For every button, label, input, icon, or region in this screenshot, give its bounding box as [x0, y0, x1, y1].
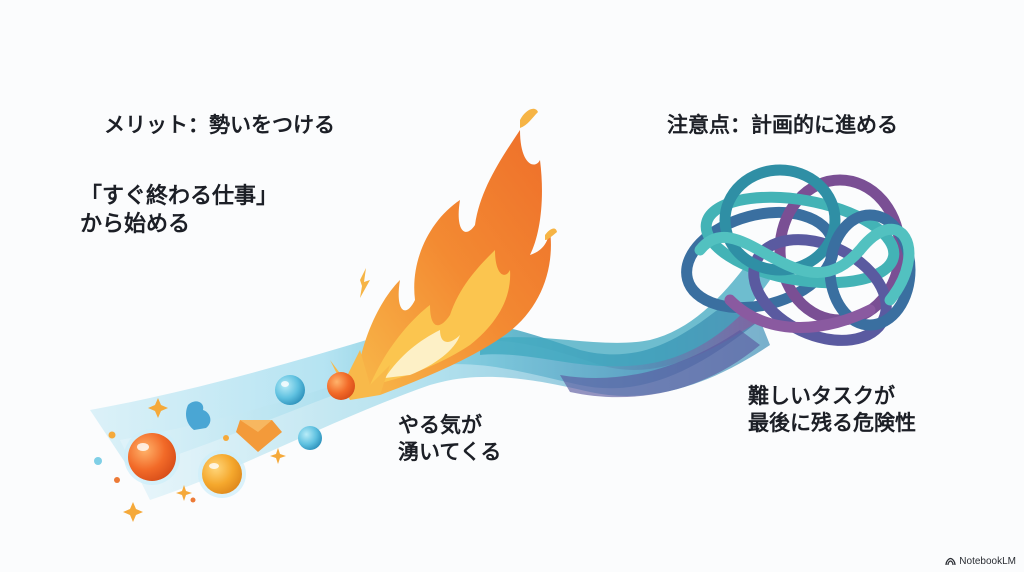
- merit-body-line-1: 「すぐ終わる仕事」: [80, 184, 279, 209]
- watermark-label: NotebookLM: [959, 556, 1016, 567]
- flame-icon: [330, 108, 557, 400]
- gem-icon: [236, 420, 282, 452]
- yellow-orb-icon: [198, 450, 246, 498]
- orange-orb-icon: [124, 429, 180, 485]
- merit-body-line-2: から始める: [80, 212, 191, 238]
- motivation-caption: やる気が 湧いてくる: [398, 412, 501, 466]
- tangled-knot-icon: [681, 164, 916, 346]
- sparkle-icon: [94, 398, 286, 522]
- merit-body: 「すぐ終わる仕事」 から始める: [80, 183, 278, 239]
- risk-caption: 難しいタスクが 最後に残る危険性: [748, 383, 916, 437]
- caution-heading: 注意点：計画的に進める: [667, 113, 898, 137]
- puzzle-piece-icon: [186, 401, 211, 430]
- merit-heading: メリット：勢いをつける: [104, 113, 335, 137]
- notebooklm-logo-icon: [945, 557, 956, 566]
- risk-caption-line-1: 難しいタスクが: [748, 384, 895, 408]
- motivation-caption-line-1: やる気が: [398, 413, 482, 437]
- motivation-caption-line-2: 湧いてくる: [398, 439, 502, 464]
- notebooklm-watermark: NotebookLM: [945, 556, 1016, 567]
- blue-orb-icon: [275, 372, 355, 450]
- risk-caption-line-2: 最後に残る危険性: [748, 410, 916, 435]
